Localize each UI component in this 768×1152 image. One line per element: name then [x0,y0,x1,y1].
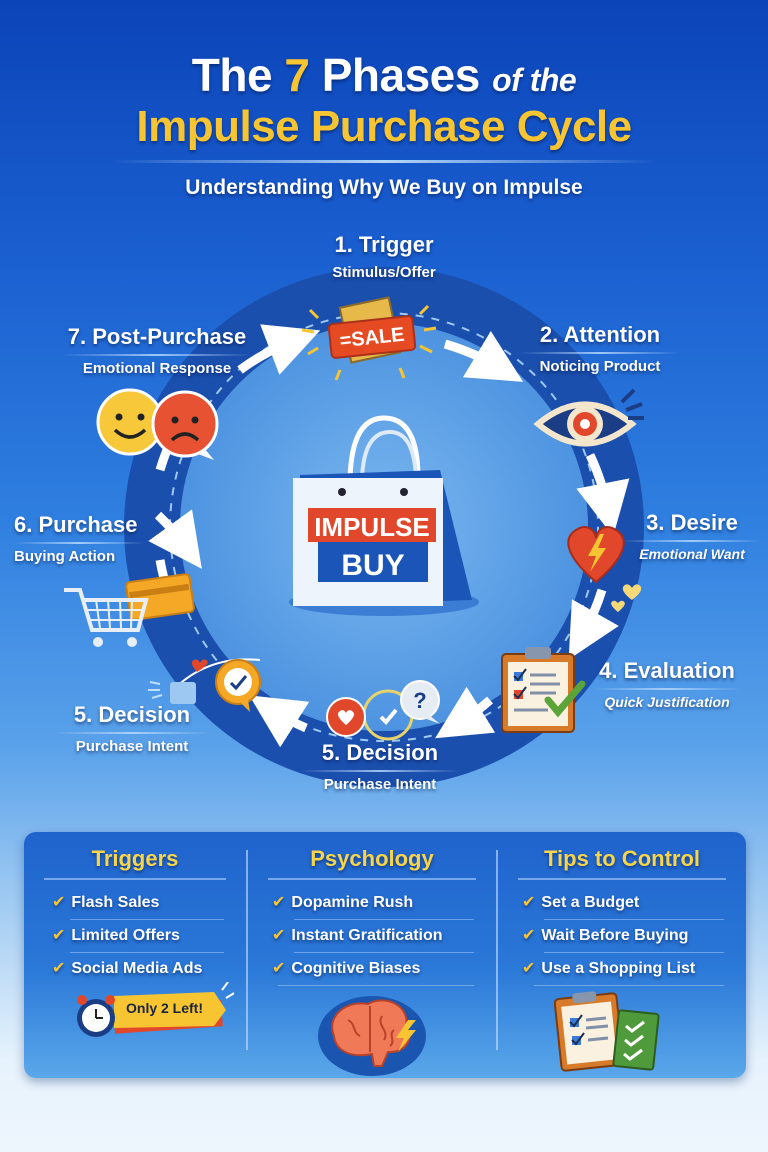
title-line-2: Impulse Purchase Cycle [136,102,632,151]
list-item: ✔Limited Offers [52,927,180,944]
tips-column: Tips to Control ✔Set a Budget ✔Wait Befo… [498,832,746,1078]
phase-subtitle: Quick Justification [604,694,730,710]
phase-divider [622,540,762,542]
phase-1-trigger: 1. Trigger Stimulus/Offer [284,232,484,281]
bag-label-buy: BUY [341,549,404,582]
check-icon: ✔ [52,960,66,977]
list-item: ✔Social Media Ads [52,960,203,977]
phase-title: 6. Purchase [14,512,138,537]
column-heading: Triggers [91,846,179,871]
phase-5-decision-left: 5. Decision Purchase Intent [52,702,212,755]
phase-4-evaluation: 4. Evaluation Quick Justification [592,658,742,710]
title-phases: Phases [309,49,493,101]
phase-title: 7. Post-Purchase [67,324,247,349]
title-divider [110,160,658,163]
phase-3-desire: 3. Desire Emotional Want [622,510,762,562]
column-heading: Tips to Control [543,846,701,871]
phase-subtitle: Emotional Response [82,360,232,377]
phase-title: 1. Trigger [334,232,434,257]
phase-2-attention: 2. Attention Noticing Product [520,322,680,375]
list-item: ✔Dopamine Rush [272,894,414,911]
phase-6-purchase: 6. Purchase Buying Action [14,512,144,565]
column-divider [518,878,726,880]
phase-title: 5. Decision [321,740,439,765]
bag-label-impulse: IMPULSE [314,512,430,542]
check-icon: ✔ [522,927,536,944]
subtitle: Understanding Why We Buy on Impulse [185,176,583,199]
item-divider [294,919,474,920]
list-item: ✔Use a Shopping List [522,960,696,977]
list-item: ✔Flash Sales [52,894,160,911]
phase-divider [62,354,252,356]
list-item: ✔Cognitive Biases [272,960,421,977]
item-divider [70,919,224,920]
list-item: ✔Wait Before Buying [522,927,689,944]
phase-divider [52,732,212,734]
column-divider [268,878,476,880]
sale-tag-icon [301,296,437,381]
phase-subtitle: Buying Action [14,548,116,565]
item-divider [294,952,474,953]
item-divider [70,952,224,953]
chat-bubbles-icon [326,680,440,741]
info-panel: Triggers ✔Flash Sales ✔Limited Offers ✔S… [24,832,746,1078]
title-of-the: of the [492,62,577,98]
phase-subtitle: Purchase Intent [75,738,189,755]
check-icon: ✔ [272,960,286,977]
psychology-column: Psychology ✔Dopamine Rush ✔Instant Grati… [248,832,496,1078]
phase-divider [14,542,144,544]
check-icon: ✔ [52,927,66,944]
column-heading: Psychology [310,846,434,871]
phase-subtitle: Purchase Intent [323,776,437,793]
clipboard-check-icon [501,647,586,733]
check-icon: ✔ [522,894,536,911]
cycle-diagram: IMPULSE BUY =SALE [64,267,644,787]
list-item: ✔Instant Gratification [272,927,443,944]
thumbs-up-clock-icon [148,658,261,712]
item-divider [278,985,474,986]
brain-lightning-icon [318,996,426,1076]
phase-divider [520,352,680,354]
phase-divider [592,688,742,690]
checklist-icon [554,991,660,1072]
check-icon: ✔ [52,894,66,911]
eye-icon [533,388,644,447]
alarm-clock-icon [77,982,234,1037]
triggers-column: Triggers ✔Flash Sales ✔Limited Offers ✔S… [24,832,246,1078]
phase-5-decision-bottom: 5. Decision Purchase Intent [300,740,460,793]
phase-7-post-purchase: 7. Post-Purchase Emotional Response [62,324,252,377]
shopping-bag-icon [289,415,479,616]
phase-subtitle: Emotional Want [639,546,745,562]
phase-title: 5. Decision [73,702,191,727]
list-item: ✔Set a Budget [522,894,640,911]
item-divider [534,985,724,986]
check-icon: ✔ [272,894,286,911]
phase-title: 4. Evaluation [599,658,735,683]
column-divider [44,878,226,880]
question-mark-text: ? [413,688,426,713]
item-divider [544,952,724,953]
only-left-badge: Only 2 Left! [126,1000,204,1016]
check-icon: ✔ [522,960,536,977]
title-number: 7 [284,49,310,101]
title-the: The [191,49,285,101]
phase-divider [300,770,460,772]
phase-subtitle: Stimulus/Offer [332,264,436,281]
column-separator [496,850,498,1050]
cart-card-icon [64,573,195,647]
phase-subtitle: Noticing Product [539,358,661,375]
item-divider [544,919,724,920]
phase-title: 3. Desire [646,510,738,535]
check-icon: ✔ [272,927,286,944]
heart-lightning-icon [567,526,642,612]
title-line-1: The 7 Phases of the [0,48,768,102]
column-separator [246,850,248,1050]
phase-title: 2. Attention [539,322,661,347]
happy-sad-faces-icon [96,388,219,460]
